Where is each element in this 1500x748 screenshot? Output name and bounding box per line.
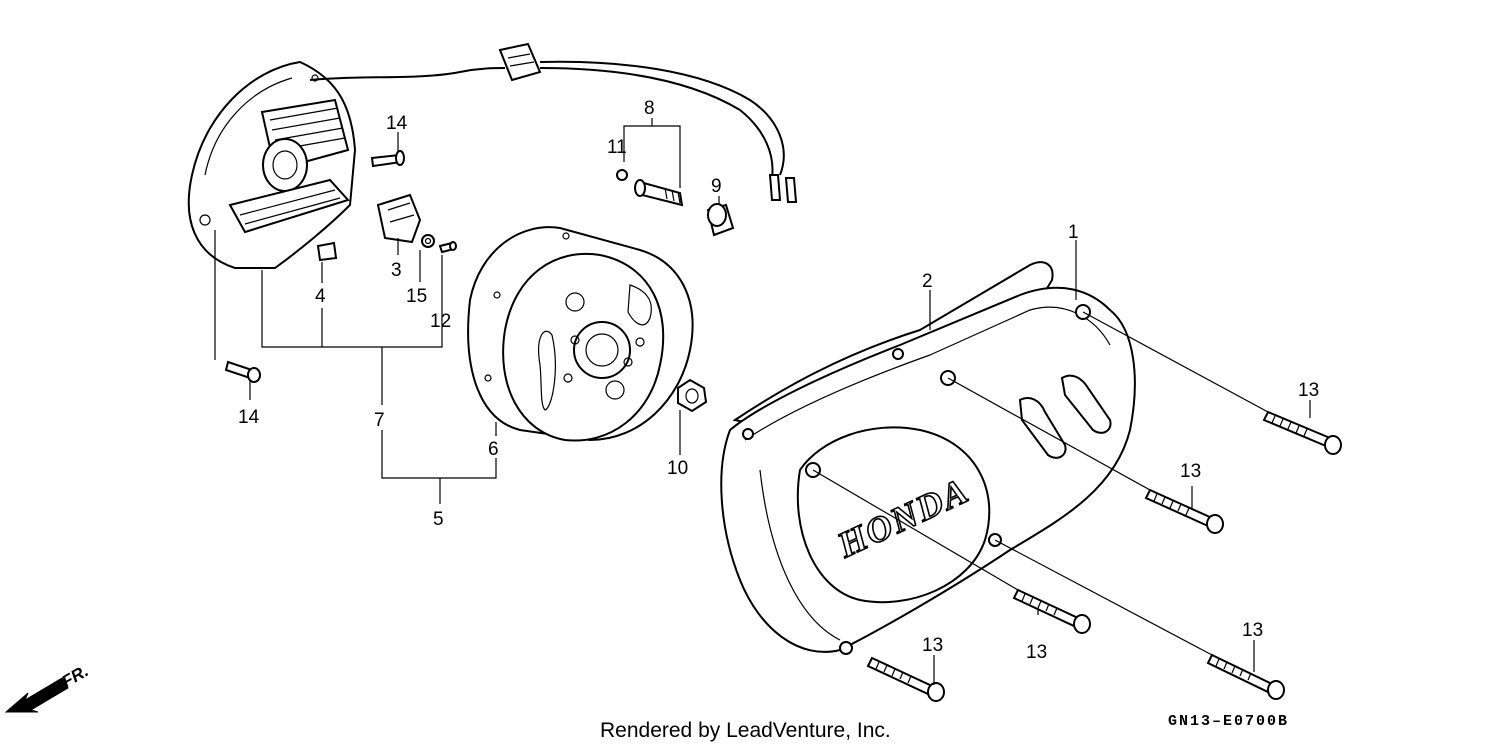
callout-13e: 13 — [922, 635, 943, 656]
flywheel-rotor — [467, 226, 694, 442]
callout-13a: 13 — [1298, 380, 1319, 401]
callout-11: 11 — [607, 137, 627, 158]
callout-9: 9 — [711, 176, 722, 197]
cover-bolts — [866, 410, 1342, 702]
leader-lines — [214, 118, 1311, 685]
callout-4: 4 — [315, 286, 326, 307]
callout-labels: 1 2 3 4 5 6 7 8 9 10 11 12 13 13 13 13 1… — [238, 98, 1319, 663]
callout-13b: 13 — [1180, 461, 1201, 482]
callout-14b: 14 — [238, 407, 260, 428]
callout-1: 1 — [1068, 222, 1079, 243]
callout-5: 5 — [433, 509, 444, 530]
front-direction-indicator: FR. — [4, 661, 92, 713]
callout-6: 6 — [488, 439, 499, 460]
direction-arrow-icon — [4, 677, 69, 713]
callout-8: 8 — [644, 98, 655, 119]
stator-small-parts — [224, 150, 457, 383]
stator-base-plate — [187, 42, 798, 269]
callout-15: 15 — [406, 286, 427, 307]
callout-3: 3 — [391, 260, 402, 281]
left-crankcase-cover: HONDA — [720, 261, 1136, 655]
diagram-code: GN13–E0700B — [1168, 713, 1289, 730]
callout-14a: 14 — [386, 113, 408, 134]
callout-10: 10 — [667, 458, 688, 479]
callout-2: 2 — [922, 271, 933, 292]
callout-13d: 13 — [1242, 620, 1263, 641]
callout-12: 12 — [430, 311, 451, 332]
render-credit: Rendered by LeadVenture, Inc. — [600, 719, 891, 742]
callout-13c: 13 — [1026, 642, 1047, 663]
callout-7: 7 — [374, 410, 385, 431]
pulser-parts — [616, 169, 735, 413]
